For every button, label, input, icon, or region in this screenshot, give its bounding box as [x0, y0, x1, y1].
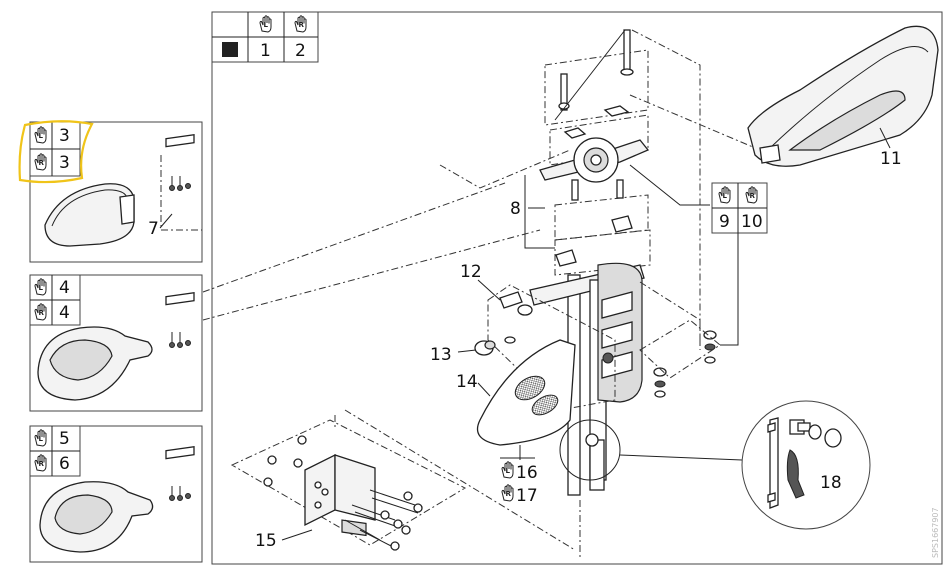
dashed-link-11 [629, 94, 761, 151]
callout-7: 7 [148, 219, 159, 239]
svg-text:R: R [39, 460, 45, 468]
left-hand-icon: L [259, 15, 272, 33]
right-hand-icon: R [294, 15, 307, 33]
bracket-5-6 [165, 445, 195, 501]
callout-16: 16 [516, 463, 538, 483]
leader-12 [477, 279, 501, 301]
svg-text:R: R [750, 192, 756, 200]
base-clamp-assembly-15 [230, 409, 576, 551]
svg-text:L: L [39, 132, 44, 140]
pivot-12 [487, 284, 616, 411]
bracket-line-8 [524, 175, 555, 249]
highlight-annotation [18, 120, 94, 184]
right-hand-icon: R [34, 303, 47, 321]
hand-table-variant-7: L R 3 3 [29, 121, 81, 177]
left-hand-icon: L [34, 429, 47, 447]
dashed-link-variant-4 [202, 229, 541, 321]
variant-4-left-count: 4 [59, 278, 70, 298]
header-col-1: 1 [260, 41, 271, 61]
callout-18: 18 [820, 473, 842, 493]
svg-text:R: R [506, 490, 512, 498]
leader-11 [879, 127, 891, 149]
variant-7-left-count: 3 [59, 126, 70, 146]
callout-14: 14 [456, 372, 478, 392]
svg-text:L: L [264, 21, 269, 29]
drawing-code: SPS1667907 [931, 507, 940, 558]
dashed-link-variant-7 [202, 182, 506, 293]
headrest-variant-7 [44, 183, 135, 247]
svg-text:L: L [39, 435, 44, 443]
leader-14 [477, 382, 491, 397]
side-plate-14 [476, 339, 576, 446]
leader-15 [281, 529, 313, 541]
knob-13 [474, 340, 496, 356]
upper-bracket-assembly-8 [539, 29, 651, 276]
callout-8: 8 [510, 199, 521, 219]
black-color-swatch [222, 42, 238, 57]
right-hand-icon: R [745, 186, 758, 204]
callout-17: 17 [516, 486, 538, 506]
hand-table-variant-4: L R 4 4 [29, 274, 81, 326]
callout-12: 12 [460, 262, 482, 282]
leader-9-10 [629, 164, 710, 206]
bracket-4 [165, 291, 195, 348]
svg-text:R: R [299, 21, 305, 29]
callout-13: 13 [430, 345, 452, 365]
detail-source-circle [559, 419, 621, 481]
leader-9-10-down [720, 233, 739, 346]
bracket-7 [160, 133, 202, 231]
svg-text:R: R [39, 159, 45, 167]
callout-9: 9 [719, 212, 730, 232]
headrest-variant-5-6 [39, 481, 154, 553]
variant-7-right-count: 3 [59, 153, 70, 173]
callout-10: 10 [741, 212, 763, 232]
left-hand-icon: L [34, 126, 47, 144]
headrest-variant-4 [37, 326, 153, 401]
detail-connector [619, 454, 743, 461]
right-hand-icon: R [34, 153, 47, 171]
header-col-2: 2 [295, 41, 306, 61]
variant-5-left-count: 5 [59, 429, 70, 449]
left-hand-icon: L [718, 186, 731, 204]
dashed-link [439, 149, 571, 189]
vertical-post [529, 262, 645, 496]
right-hand-icon: R [501, 484, 514, 502]
variant-4-right-count: 4 [59, 303, 70, 323]
dashed-frame-right [631, 29, 701, 345]
callout-15: 15 [255, 531, 277, 551]
washer-stack [639, 319, 721, 398]
leader-13 [457, 349, 477, 353]
hand-table-variant-5-6: L R 5 6 [29, 425, 81, 477]
left-hand-icon: L [34, 278, 47, 296]
detail-view-18 [741, 400, 871, 530]
svg-text:L: L [506, 467, 511, 475]
variant-6-right-count: 6 [59, 454, 70, 474]
header-hand-table: L R 1 2 [211, 11, 319, 63]
svg-text:L: L [723, 192, 728, 200]
hand-table-9-10: L R 9 10 [711, 182, 768, 234]
right-hand-icon: R [34, 454, 47, 472]
headrest-cushion-11 [747, 25, 939, 167]
dashed-link-slider [639, 281, 701, 350]
callout-11: 11 [880, 149, 902, 169]
left-hand-icon: L [501, 461, 514, 479]
svg-text:R: R [39, 309, 45, 317]
svg-text:L: L [39, 284, 44, 292]
